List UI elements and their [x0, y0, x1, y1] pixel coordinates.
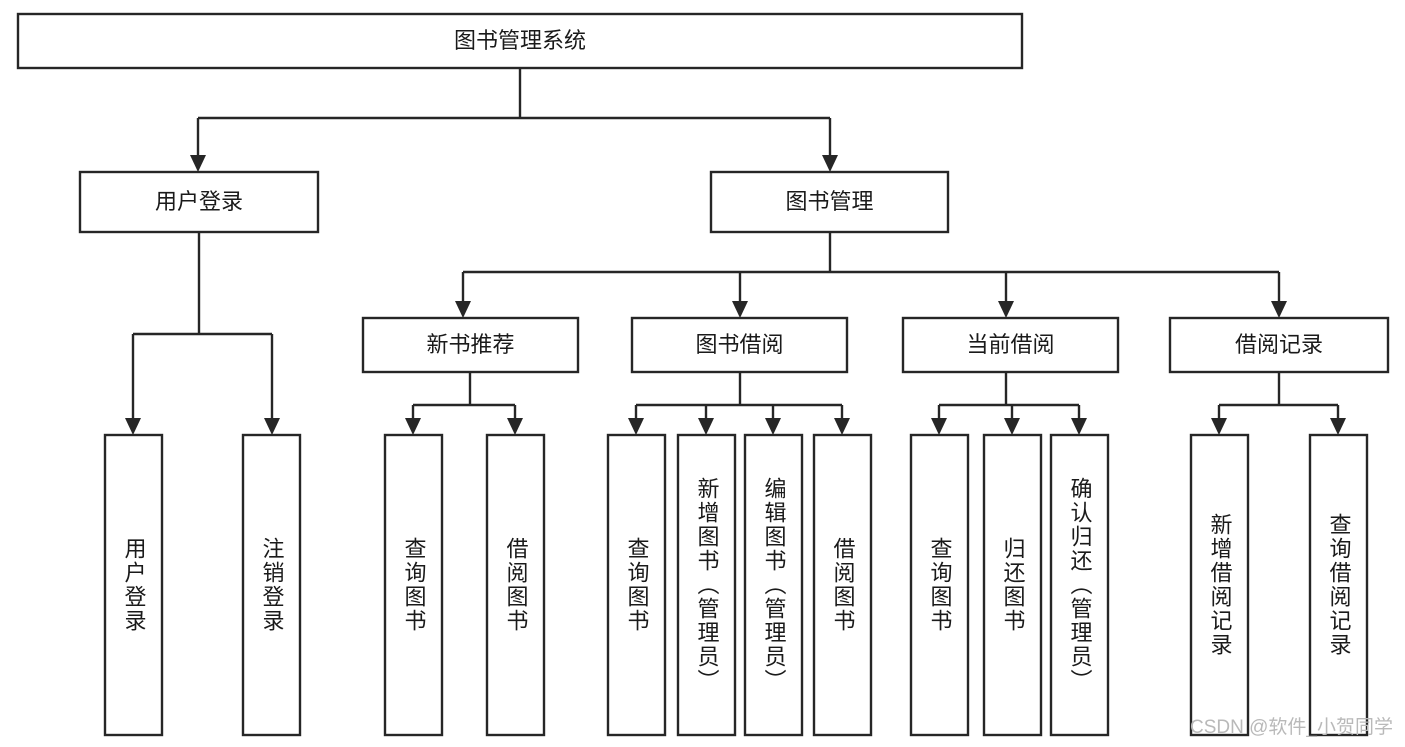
c-currentborrow-to-leaf3-arrowhead-icon [1071, 418, 1087, 435]
node-box-leaf-edit-book[interactable] [743, 433, 804, 737]
c-bookmanage-to-borrow-record-arrowhead-icon [1271, 301, 1287, 318]
node-book-borrow[interactable] [630, 316, 849, 374]
node-box-leaf-user-logout[interactable] [241, 433, 302, 737]
node-leaf-user-logout[interactable] [241, 433, 302, 737]
node-label-leaf-add-book: 新增图书（管理员） [694, 477, 720, 693]
c-currentborrow-to-leaf2-arrowhead-icon [1004, 418, 1020, 435]
node-label-leaf-query-book-3: 查询图书 [927, 537, 953, 633]
node-leaf-query-book-1[interactable] [383, 433, 444, 737]
node-box-root[interactable] [16, 12, 1024, 70]
node-label-borrow-record: 借阅记录 [1235, 332, 1323, 357]
connector-layer [125, 68, 1346, 435]
node-box-current-borrow[interactable] [901, 316, 1120, 374]
node-label-leaf-query-record: 查询借阅记录 [1326, 513, 1352, 657]
node-box-leaf-user-login[interactable] [103, 433, 164, 737]
c-bookmanage-to-book-borrow-arrowhead-icon [732, 301, 748, 318]
node-box-leaf-return-book[interactable] [982, 433, 1043, 737]
node-leaf-borrow-book-2[interactable] [812, 433, 873, 737]
node-label-new-book-rec: 新书推荐 [426, 332, 514, 357]
node-book-manage[interactable] [709, 170, 950, 234]
node-box-leaf-borrow-book-1[interactable] [485, 433, 546, 737]
node-leaf-return-book[interactable] [982, 433, 1043, 737]
node-leaf-user-login[interactable] [103, 433, 164, 737]
node-new-book-rec[interactable] [361, 316, 580, 374]
node-label-leaf-return-book: 归还图书 [1000, 537, 1026, 633]
node-label-leaf-user-login: 用户登录 [121, 537, 147, 633]
node-box-layer [16, 12, 1390, 737]
node-label-leaf-edit-book: 编辑图书（管理员） [761, 477, 787, 693]
node-box-user-login[interactable] [78, 170, 320, 234]
c-bookborrow-to-leaf3-arrowhead-icon [765, 418, 781, 435]
c-borrowrecord-to-leaf2-arrowhead-icon [1330, 418, 1346, 435]
c-bookmanage-to-current-borrow-arrowhead-icon [998, 301, 1014, 318]
node-label-leaf-query-book-2: 查询图书 [624, 537, 650, 633]
node-label-leaf-borrow-book-1: 借阅图书 [503, 537, 529, 633]
node-leaf-edit-book[interactable] [743, 433, 804, 737]
node-box-leaf-query-record[interactable] [1308, 433, 1369, 737]
node-current-borrow[interactable] [901, 316, 1120, 374]
c-currentborrow-to-leaf1-arrowhead-icon [931, 418, 947, 435]
node-box-book-manage[interactable] [709, 170, 950, 234]
node-user-login[interactable] [78, 170, 320, 234]
node-label-leaf-add-record: 新增借阅记录 [1207, 513, 1233, 657]
node-label-leaf-user-logout: 注销登录 [259, 537, 285, 633]
node-borrow-record[interactable] [1168, 316, 1390, 374]
c-bookborrow-to-leaf4-arrowhead-icon [834, 418, 850, 435]
csdn-watermark: CSDN @软件_小贺同学 [1190, 717, 1393, 738]
c-bookmanage-to-new-book-rec-arrowhead-icon [455, 301, 471, 318]
node-label-root: 图书管理系统 [454, 28, 586, 53]
c-root-to-user-login-arrowhead-icon [190, 155, 206, 172]
node-leaf-add-record[interactable] [1189, 433, 1250, 737]
node-label-book-manage: 图书管理 [785, 189, 873, 214]
node-leaf-borrow-book-1[interactable] [485, 433, 546, 737]
c-borrowrecord-to-leaf1-arrowhead-icon [1211, 418, 1227, 435]
c-newbook-to-leaf2-arrowhead-icon [507, 418, 523, 435]
node-label-user-login: 用户登录 [155, 189, 243, 214]
node-label-book-borrow: 图书借阅 [695, 332, 783, 357]
c-userlogin-to-leaf1-arrowhead-icon [125, 418, 141, 435]
node-leaf-query-book-2[interactable] [606, 433, 667, 737]
node-label-leaf-confirm-return: 确认归还（管理员） [1067, 477, 1093, 693]
node-box-leaf-add-book[interactable] [676, 433, 737, 737]
node-box-leaf-add-record[interactable] [1189, 433, 1250, 737]
node-box-leaf-query-book-1[interactable] [383, 433, 444, 737]
node-box-borrow-record[interactable] [1168, 316, 1390, 374]
node-leaf-confirm-return[interactable] [1049, 433, 1110, 737]
c-bookborrow-to-leaf1-arrowhead-icon [628, 418, 644, 435]
node-box-book-borrow[interactable] [630, 316, 849, 374]
c-newbook-to-leaf1-arrowhead-icon [405, 418, 421, 435]
node-box-leaf-query-book-3[interactable] [909, 433, 970, 737]
c-bookborrow-to-leaf2-arrowhead-icon [698, 418, 714, 435]
node-box-leaf-confirm-return[interactable] [1049, 433, 1110, 737]
node-leaf-query-book-3[interactable] [909, 433, 970, 737]
node-root[interactable] [16, 12, 1024, 70]
node-leaf-add-book[interactable] [676, 433, 737, 737]
c-root-to-book-manage-arrowhead-icon [822, 155, 838, 172]
node-leaf-query-record[interactable] [1308, 433, 1369, 737]
node-box-leaf-query-book-2[interactable] [606, 433, 667, 737]
node-box-new-book-rec[interactable] [361, 316, 580, 374]
node-label-leaf-borrow-book-2: 借阅图书 [830, 537, 856, 633]
c-userlogin-to-leaf2-arrowhead-icon [264, 418, 280, 435]
node-label-leaf-query-book-1: 查询图书 [401, 537, 427, 633]
node-label-current-borrow: 当前借阅 [966, 332, 1054, 357]
node-box-leaf-borrow-book-2[interactable] [812, 433, 873, 737]
